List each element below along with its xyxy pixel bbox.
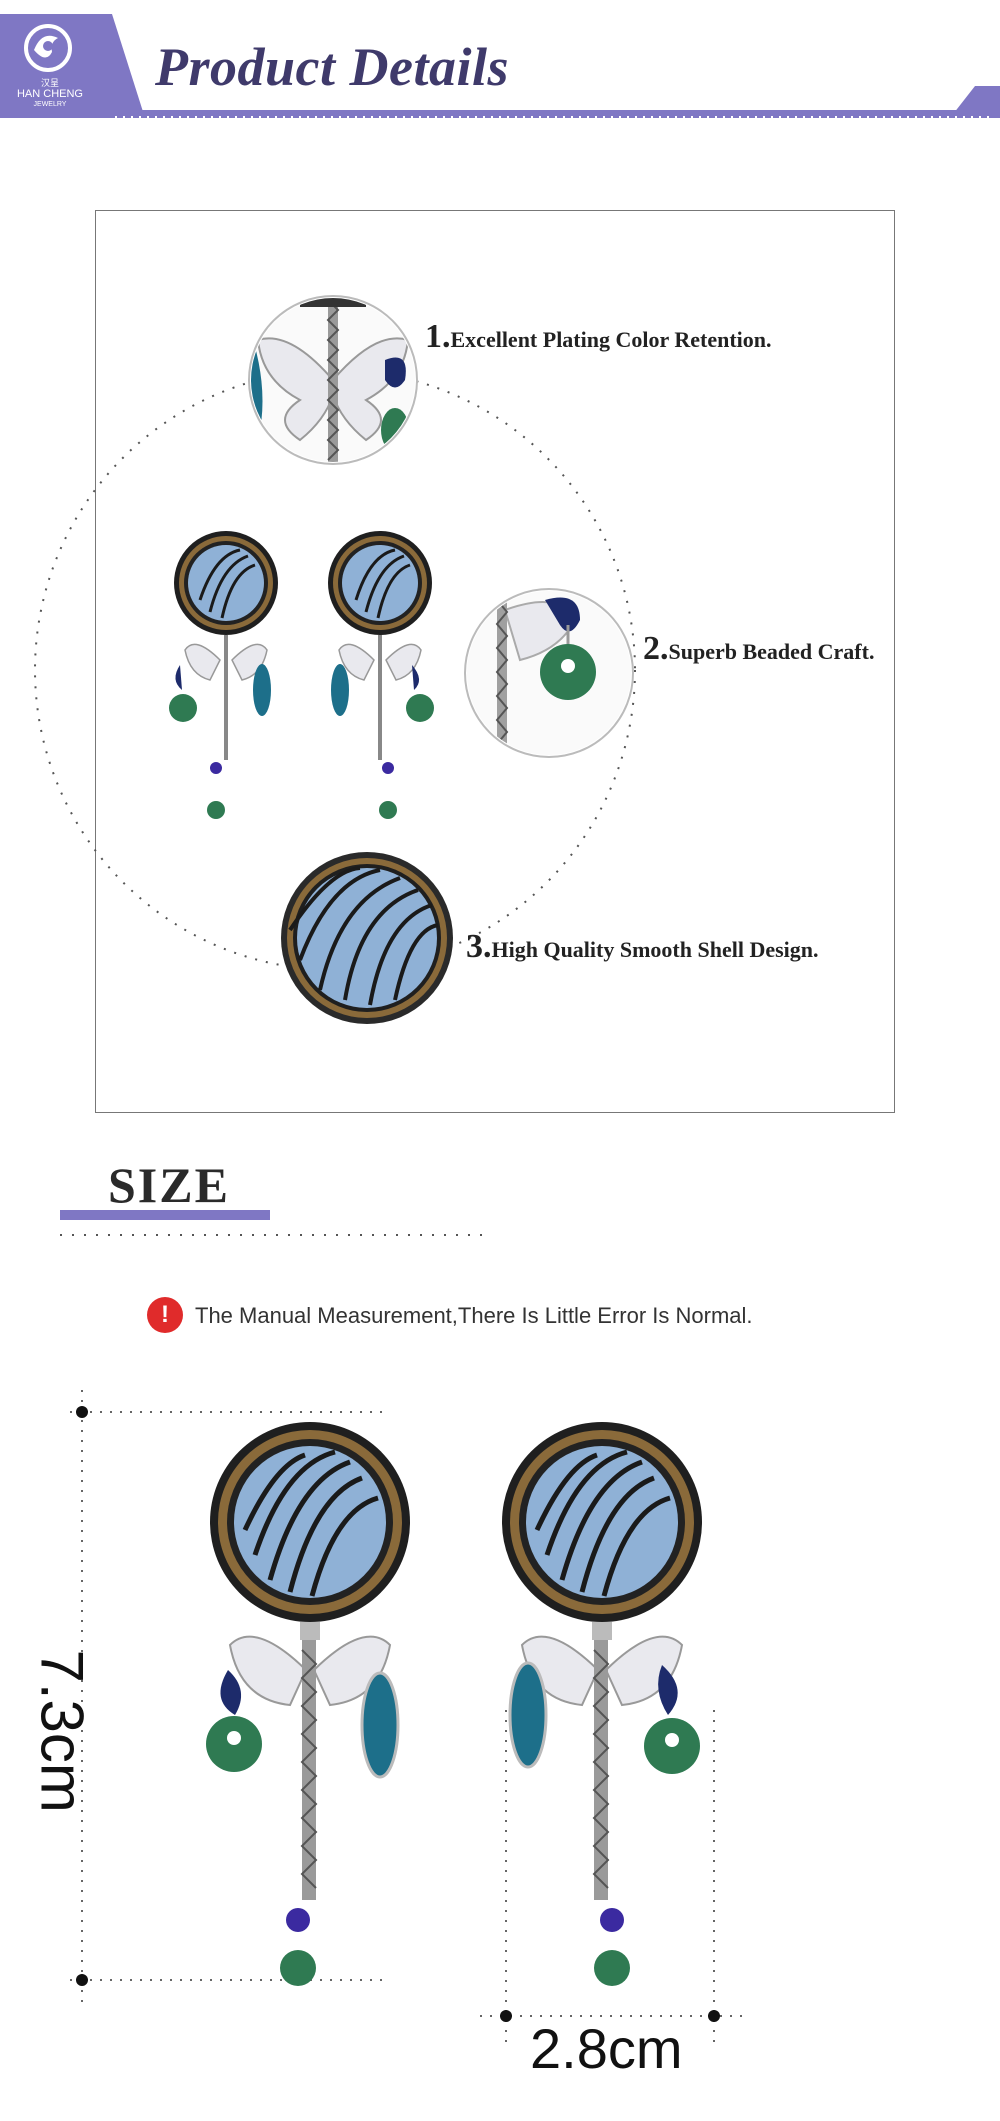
feature-1-text: Excellent Plating Color Retention. (450, 327, 772, 352)
logo-brand-text: HAN CHENG (16, 88, 83, 100)
zoom-shell-detail (281, 852, 453, 1024)
brand-logo-icon (24, 24, 72, 72)
feature-2: 2.Superb Beaded Craft. (643, 630, 874, 668)
warning-icon: ! (147, 1297, 183, 1333)
size-illustration (70, 1390, 750, 2050)
page-header: 汉呈 HAN CHENG JEWELRY Product Details (0, 0, 1000, 125)
page-title: Product Details (155, 37, 509, 97)
feature-3-text: High Quality Smooth Shell Design. (491, 937, 819, 962)
earring-left-small (169, 531, 278, 819)
feature-1: 1.Excellent Plating Color Retention. (425, 318, 772, 356)
feature-1-number: 1. (425, 318, 451, 355)
width-dimension-label: 2.8cm (530, 2017, 683, 2080)
dotted-orbit (34, 369, 636, 971)
logo-sub-text: JEWELRY (33, 101, 67, 108)
header-banner (0, 14, 1000, 118)
zoom-bead-detail (464, 588, 634, 758)
details-illustration (34, 295, 636, 1024)
height-dimension-label: 7.3cm (28, 1649, 96, 1813)
earring-left-large (206, 1422, 410, 1986)
feature-3-number: 3. (466, 928, 492, 965)
zoom-plating-detail (248, 295, 418, 465)
feature-2-number: 2. (643, 630, 669, 667)
measurement-notice: The Manual Measurement,There Is Little E… (195, 1303, 753, 1328)
logo-top-text: 汉呈 (40, 78, 59, 88)
details-frame (95, 210, 895, 1113)
earring-right-small (328, 531, 434, 819)
earring-right-large (502, 1422, 702, 1986)
size-underline (60, 1210, 490, 1236)
feature-2-text: Superb Beaded Craft. (668, 639, 875, 664)
feature-3: 3.High Quality Smooth Shell Design. (466, 928, 819, 966)
size-title: SIZE (108, 1157, 230, 1213)
